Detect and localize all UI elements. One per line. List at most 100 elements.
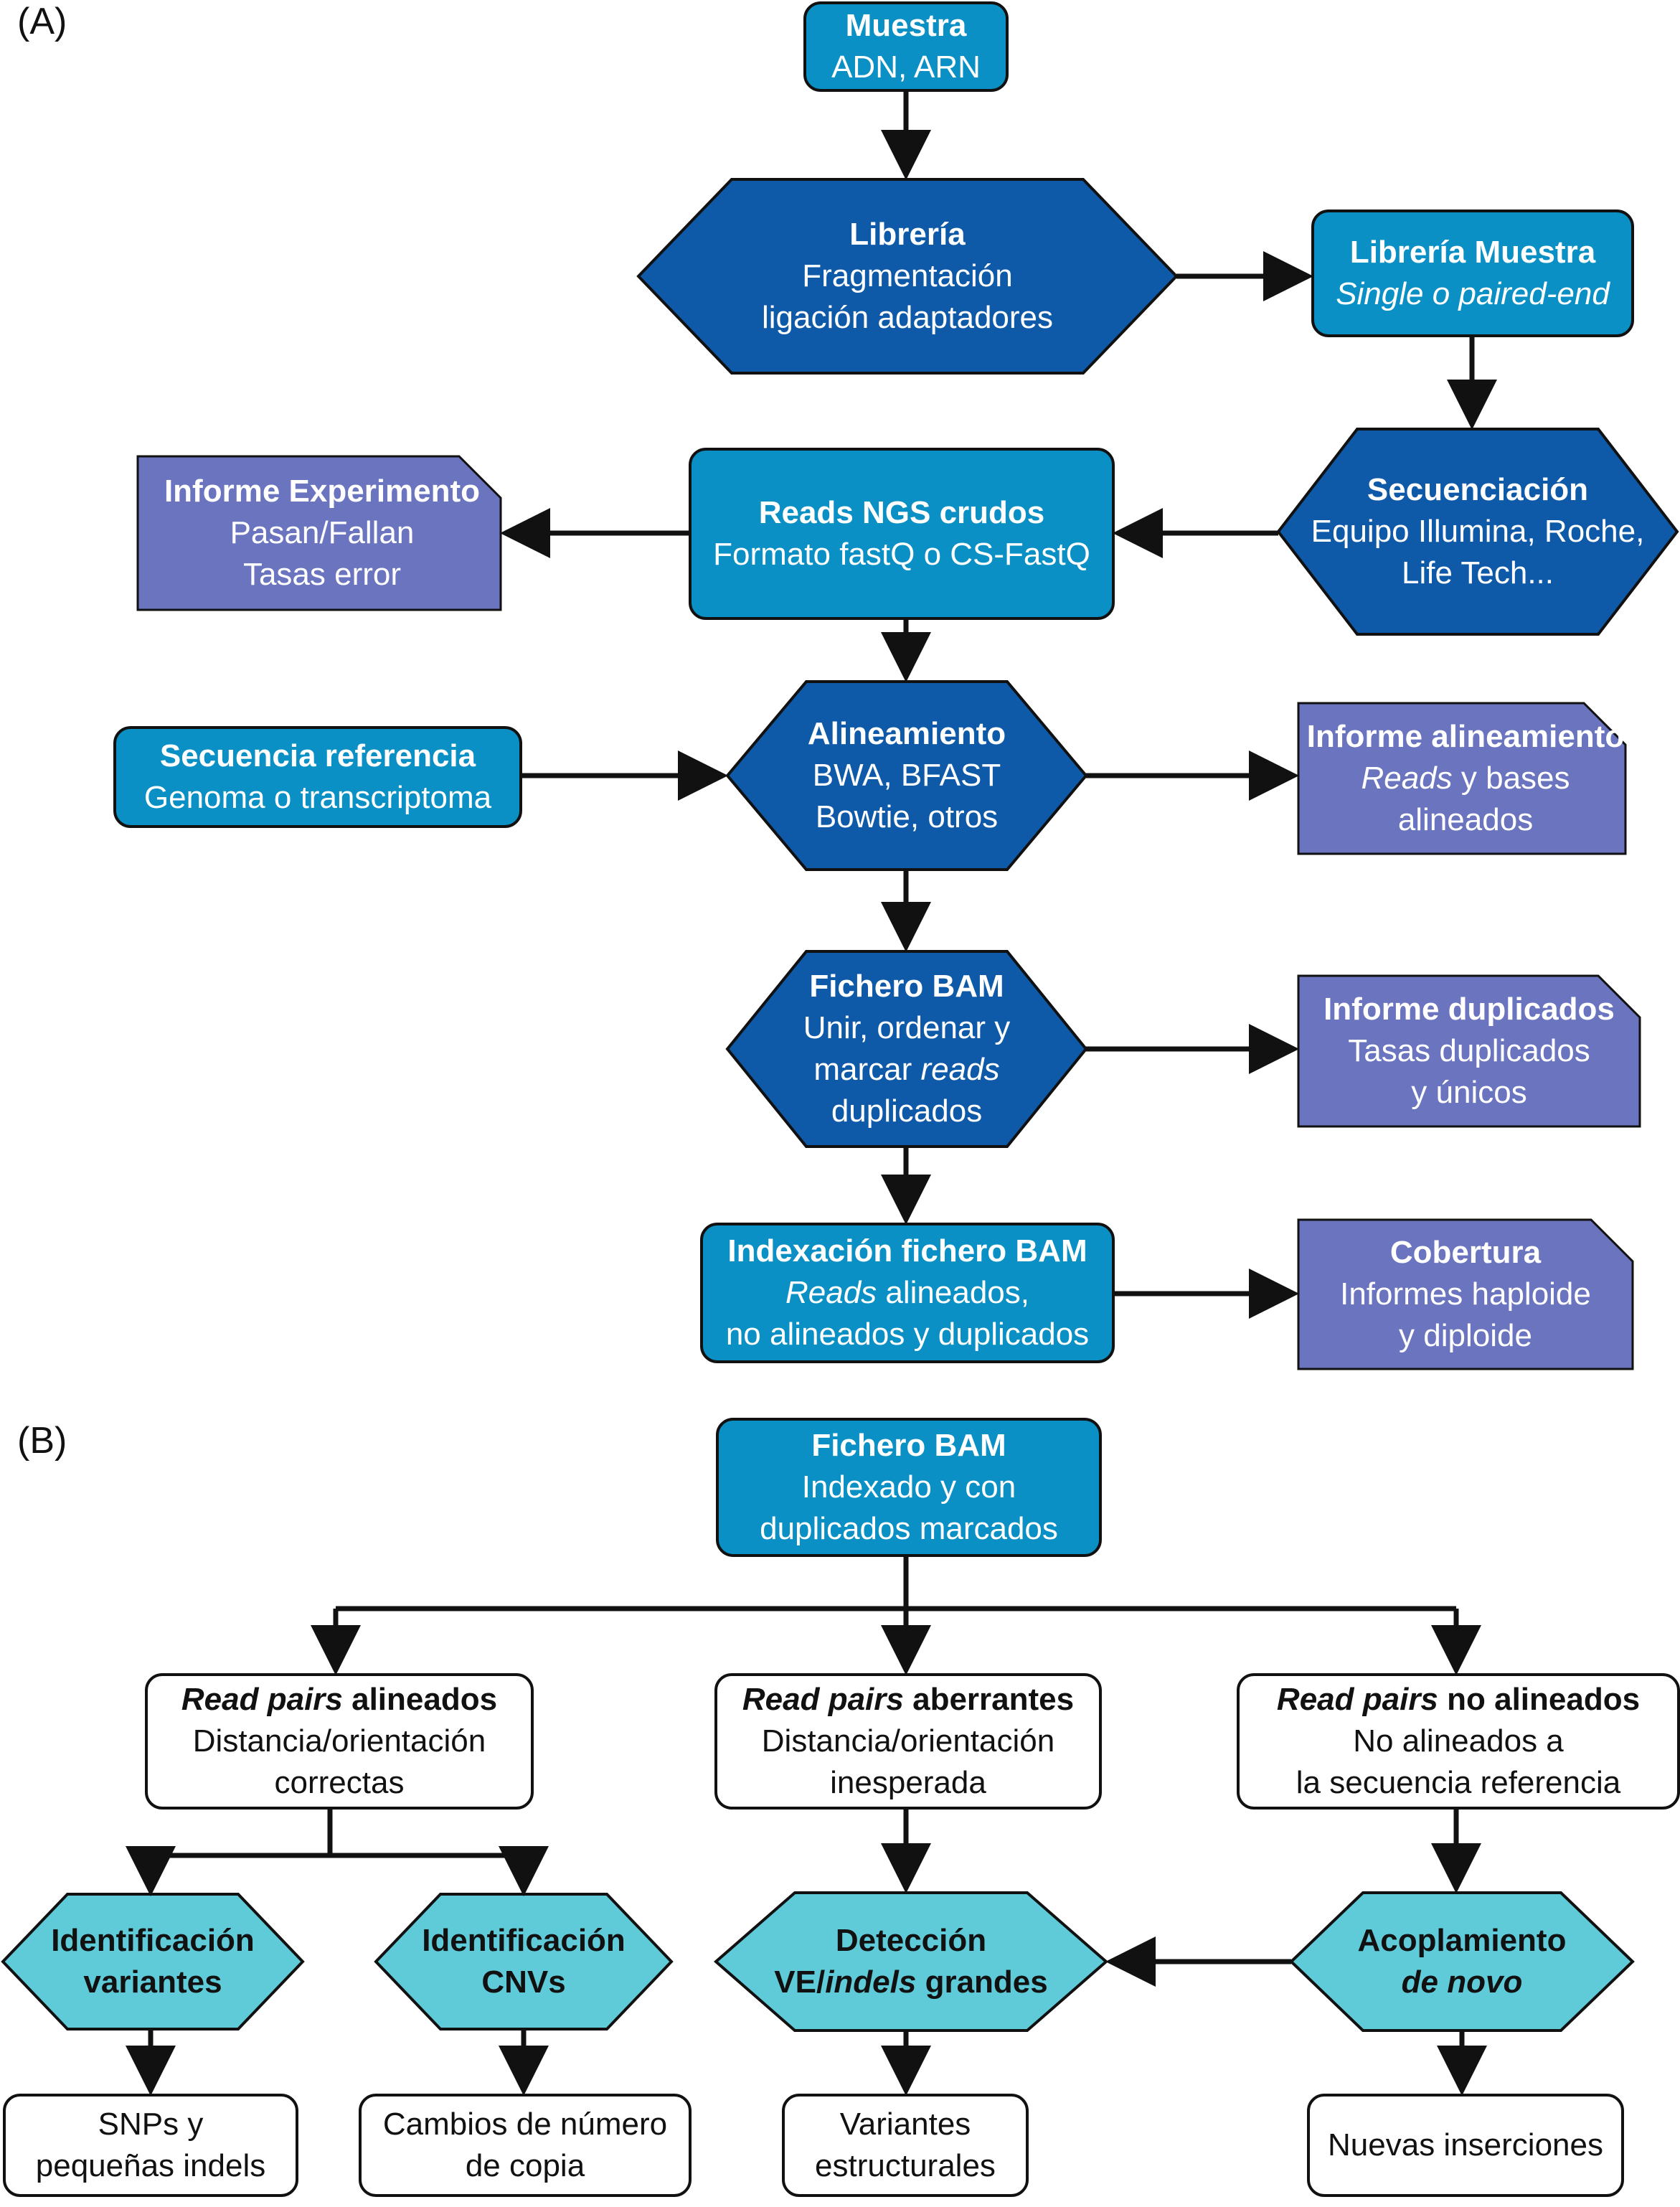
indels-word: indels: [825, 1964, 917, 2000]
id-variantes-hexagon: [1, 1893, 305, 2030]
node-informe-duplicados-line: y únicos: [1411, 1075, 1527, 1110]
node-indexacion-line: no alineados y duplicados: [725, 1317, 1090, 1352]
node-muestra-title: Muestra: [845, 8, 967, 43]
node-rp-no-alineados-line: No alineados a: [1353, 1723, 1564, 1759]
read-pairs-word: Read pairs: [742, 1682, 904, 1717]
node-secuenciacion-title: Secuenciación: [1367, 472, 1589, 507]
node-libreria-title: Librería: [849, 217, 966, 252]
node-libreria-muestra: Librería Muestra Single o paired-end: [1313, 211, 1633, 336]
node-muestra-line: ADN, ARN: [831, 50, 981, 85]
node-deteccion-line-rest: grandes: [916, 1964, 1048, 2000]
node-secuencia-referencia: Secuencia referencia Genoma o transcript…: [115, 728, 521, 827]
node-fichero-bam-line-start: marcar: [813, 1052, 921, 1087]
node-rp-no-alineados: Read pairs no alineados No alineados a l…: [1238, 1675, 1679, 1808]
node-cambios-line: Cambios de número: [382, 2107, 668, 2142]
read-pairs-word: Read pairs: [181, 1682, 343, 1717]
node-fichero-bam-title: Fichero BAM: [809, 969, 1004, 1004]
node-rp-alineados-line: Distancia/orientación: [192, 1723, 486, 1759]
panel-label-a: (A): [17, 1, 67, 42]
node-informe-alineamiento-line-rest: y bases: [1452, 761, 1570, 796]
node-cobertura-title: Cobertura: [1389, 1235, 1542, 1270]
node-cobertura-line: y diploide: [1399, 1318, 1532, 1353]
informe-duplicados-doc: [1297, 974, 1641, 1128]
node-variantes-estructurales: Variantes estructurales: [783, 2095, 1027, 2196]
node-informe-alineamiento-line: Reads y bases: [1361, 758, 1570, 799]
node-cambios: Cambios de número de copia: [360, 2095, 690, 2196]
node-rp-aberrantes-line: Distancia/orientación: [761, 1723, 1055, 1759]
node-deteccion-line-start: VE/: [774, 1964, 826, 2000]
node-informe-experimento-line: Tasas error: [242, 557, 402, 592]
node-id-cnvs: Identificación CNVs: [376, 1894, 671, 2029]
reads-word: Reads: [785, 1275, 877, 1310]
node-fichero-bam-b-title: Fichero BAM: [811, 1428, 1006, 1463]
cobertura-doc: [1297, 1218, 1634, 1370]
panel-label-b: (B): [17, 1420, 67, 1462]
node-cambios-line: de copia: [465, 2148, 585, 2183]
node-secuenciacion-line: Equipo Illumina, Roche,: [1311, 514, 1645, 549]
node-deteccion-line: VE/indels grandes: [774, 1962, 1047, 2003]
node-indexacion-title: Indexación fichero BAM: [727, 1233, 1087, 1269]
node-libreria-muestra-title: Librería Muestra: [1349, 235, 1596, 270]
node-fichero-bam: Fichero BAM Unir, ordenar y marcar reads…: [727, 951, 1086, 1147]
node-rp-aberrantes-title: Read pairs aberrantes: [742, 1679, 1074, 1721]
read-pairs-word: Read pairs: [1276, 1682, 1438, 1717]
node-id-variantes: Identificación variantes: [3, 1894, 303, 2029]
node-alineamiento-line: BWA, BFAST: [812, 758, 1001, 793]
node-fichero-bam-line: marcar reads: [813, 1049, 999, 1091]
node-informe-experimento-title: Informe Experimento: [164, 474, 481, 509]
node-informe-experimento: Informe Experimento Pasan/Fallan Tasas e…: [138, 456, 506, 610]
node-fichero-bam-b: Fichero BAM Indexado y con duplicados ma…: [717, 1419, 1100, 1556]
informe-alineamiento-doc: [1297, 702, 1627, 855]
node-informe-alineamiento-title: Informe alineamiento: [1306, 719, 1625, 754]
node-rp-alineados-title: Read pairs alineados: [181, 1679, 497, 1721]
node-alineamiento-line: Bowtie, otros: [815, 799, 999, 834]
node-variantes-estructurales-line: Variantes: [839, 2107, 971, 2142]
node-snps-line: pequeñas indels: [35, 2148, 266, 2183]
node-rp-no-alineados-title: Read pairs no alineados: [1277, 1679, 1640, 1721]
node-rp-alineados-line: correctas: [274, 1765, 405, 1800]
node-rp-no-alineados-line: la secuencia referencia: [1296, 1765, 1621, 1800]
node-fichero-bam-b-line: Indexado y con: [801, 1469, 1016, 1505]
node-alineamiento-title: Alineamiento: [807, 716, 1006, 751]
node-secuencia-referencia-line: Genoma o transcriptoma: [143, 780, 492, 815]
node-secuencia-referencia-title: Secuencia referencia: [159, 738, 476, 773]
node-fichero-bam-line: Unir, ordenar y: [803, 1010, 1011, 1045]
node-nuevas-inserciones-line: Nuevas inserciones: [1328, 2127, 1603, 2163]
reads-word: Reads: [1361, 761, 1453, 796]
node-libreria: Librería Fragmentación ligación adaptado…: [638, 179, 1176, 373]
node-rp-no-alineados-title-rest: no alineados: [1438, 1682, 1641, 1717]
node-cobertura-line: Informes haploide: [1340, 1276, 1591, 1312]
node-informe-duplicados-title: Informe duplicados: [1323, 992, 1615, 1027]
node-id-cnvs-line: CNVs: [481, 1964, 566, 2000]
node-cobertura: Cobertura Informes haploide y diploide: [1298, 1220, 1633, 1369]
node-acoplamiento-line: Acoplamiento: [1357, 1923, 1567, 1958]
id-cnvs-hexagon: [374, 1893, 674, 2030]
node-informe-alineamiento: Informe alineamiento Reads y bases aline…: [1298, 703, 1633, 854]
node-alineamiento: Alineamiento BWA, BFAST Bowtie, otros: [727, 682, 1086, 870]
reads-word: reads: [920, 1052, 1000, 1087]
node-acoplamiento-line: de novo: [1401, 1964, 1523, 2000]
node-reads-ngs-title: Reads NGS crudos: [758, 495, 1045, 530]
fichero-bam-b-box: [716, 1418, 1102, 1557]
node-acoplamiento: Acoplamiento de novo: [1291, 1893, 1633, 2030]
node-id-variantes-line: Identificación: [51, 1923, 255, 1958]
node-informe-experimento-line: Pasan/Fallan: [230, 515, 415, 550]
node-indexacion-line: Reads alineados,: [785, 1272, 1029, 1314]
node-muestra: Muestra ADN, ARN: [805, 3, 1007, 90]
node-informe-duplicados: Informe duplicados Tasas duplicados y ún…: [1298, 976, 1640, 1126]
node-informe-duplicados-line: Tasas duplicados: [1348, 1033, 1590, 1068]
node-id-cnvs-line: Identificación: [422, 1923, 626, 1958]
node-reads-ngs: Reads NGS crudos Formato fastQ o CS-Fast…: [690, 449, 1113, 618]
node-secuenciacion-line: Life Tech...: [1402, 555, 1554, 590]
node-rp-alineados-title-rest: alineados: [342, 1682, 498, 1717]
node-reads-ngs-line: Formato fastQ o CS-FastQ: [713, 537, 1090, 572]
node-fichero-bam-line: duplicados: [831, 1093, 983, 1129]
node-indexacion-line-rest: alineados,: [877, 1275, 1029, 1310]
node-libreria-line: ligación adaptadores: [761, 300, 1054, 335]
node-fichero-bam-b-line: duplicados marcados: [760, 1511, 1058, 1546]
node-nuevas-inserciones: Nuevas inserciones: [1308, 2095, 1623, 2196]
node-snps: SNPs y pequeñas indels: [4, 2095, 297, 2196]
node-rp-aberrantes-title-rest: aberrantes: [903, 1682, 1075, 1717]
